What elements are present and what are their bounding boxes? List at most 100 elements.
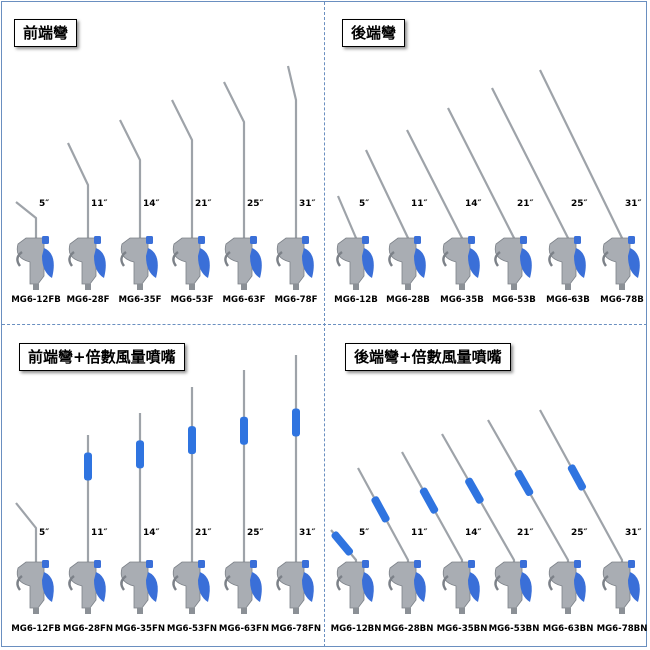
gun-body-icon — [172, 561, 201, 609]
tube — [223, 81, 246, 242]
trigger-icon — [250, 248, 262, 278]
length-label: 21″ — [517, 199, 534, 209]
model-label: MG6-35F — [119, 295, 162, 305]
tube — [539, 69, 624, 242]
trigger-icon — [302, 572, 314, 602]
trigger-icon — [468, 248, 480, 278]
trigger-icon — [362, 572, 374, 602]
trigger-icon — [146, 248, 158, 278]
air-gun-mg6-35bn: 14″ MG6-35BN — [401, 451, 488, 634]
model-label: MG6-12BN — [331, 624, 382, 634]
length-label: 14″ — [465, 528, 482, 538]
nozzle-icon — [136, 440, 144, 469]
hook-icon — [442, 251, 449, 267]
model-label: MG6-78B — [600, 295, 644, 305]
trigger-icon — [628, 248, 640, 278]
tube — [286, 65, 298, 242]
length-label: 5″ — [39, 528, 49, 538]
trigger-icon — [94, 248, 106, 278]
length-label: 31″ — [625, 199, 642, 209]
gun-body-icon — [494, 561, 523, 609]
hook-icon — [172, 575, 179, 591]
inlet-icon — [459, 608, 465, 614]
model-label: MG6-53F — [171, 295, 214, 305]
inlet-icon — [85, 608, 91, 614]
hook-icon — [602, 251, 609, 267]
trigger-icon — [362, 248, 374, 278]
nozzle-icon — [567, 464, 587, 491]
valve-icon — [94, 236, 101, 244]
model-label: MG6-78FN — [271, 624, 321, 634]
tube — [406, 129, 464, 242]
valve-icon — [198, 236, 205, 244]
valve-icon — [520, 236, 527, 244]
gun-body-icon — [68, 237, 97, 285]
model-label: MG6-28FN — [63, 624, 113, 634]
air-gun-mg6-12fb: 5″MG6-12FB — [11, 502, 61, 634]
inlet-icon — [33, 284, 39, 290]
valve-icon — [628, 236, 635, 244]
model-label: MG6-53B — [492, 295, 536, 305]
panel-title-rear-bend: 後端彎 — [342, 19, 406, 47]
hook-icon — [276, 575, 283, 591]
tube — [171, 99, 194, 242]
trigger-icon — [250, 572, 262, 602]
valve-icon — [362, 236, 369, 244]
gun-body-icon — [224, 237, 253, 285]
length-label: 21″ — [195, 199, 212, 209]
gun-body-icon — [494, 237, 523, 285]
trigger-icon — [94, 572, 106, 602]
gun-body-icon — [276, 237, 305, 285]
valve-icon — [414, 560, 421, 568]
trigger-icon — [198, 248, 210, 278]
trigger-icon — [414, 572, 426, 602]
valve-icon — [628, 560, 635, 568]
air-gun-mg6-53fn: 21″MG6-53FN — [167, 387, 217, 634]
hook-icon — [388, 251, 395, 267]
model-label: MG6-78BN — [597, 624, 648, 634]
inlet-icon — [619, 608, 625, 614]
nozzle-icon — [419, 487, 439, 514]
valve-icon — [302, 236, 309, 244]
trigger-icon — [574, 248, 586, 278]
hook-icon — [494, 575, 501, 591]
valve-icon — [520, 560, 527, 568]
length-label: 11″ — [411, 528, 428, 538]
length-label: 11″ — [91, 199, 108, 209]
valve-icon — [198, 560, 205, 568]
valve-icon — [146, 236, 153, 244]
gun-body-icon — [120, 561, 149, 609]
gun-body-icon — [442, 237, 471, 285]
length-label: 11″ — [91, 528, 108, 538]
inlet-icon — [33, 608, 39, 614]
length-label: 25″ — [247, 528, 264, 538]
inlet-icon — [241, 284, 247, 290]
trigger-icon — [146, 572, 158, 602]
inlet-icon — [565, 608, 571, 614]
gun-body-icon — [276, 561, 305, 609]
valve-icon — [94, 560, 101, 568]
model-label: MG6-35BN — [437, 624, 488, 634]
length-label: 11″ — [411, 199, 428, 209]
inlet-icon — [293, 284, 299, 290]
inlet-icon — [511, 284, 517, 290]
hook-icon — [68, 575, 75, 591]
model-label: MG6-63B — [546, 295, 590, 305]
valve-icon — [146, 560, 153, 568]
hook-icon — [68, 251, 75, 267]
trigger-icon — [302, 248, 314, 278]
panel-title-front-bend: 前端彎 — [14, 19, 78, 47]
trigger-icon — [198, 572, 210, 602]
hook-icon — [602, 575, 609, 591]
length-label: 21″ — [195, 528, 212, 538]
tube — [15, 502, 38, 566]
trigger-icon — [520, 572, 532, 602]
model-label: MG6-12B — [334, 295, 378, 305]
nozzle-icon — [292, 408, 300, 437]
length-label: 14″ — [143, 199, 160, 209]
hook-icon — [336, 251, 343, 267]
air-gun-mg6-78b: 31″ MG6-78B — [539, 69, 644, 305]
hook-icon — [172, 251, 179, 267]
air-gun-mg6-78fn: 31″MG6-78FN — [271, 355, 321, 634]
